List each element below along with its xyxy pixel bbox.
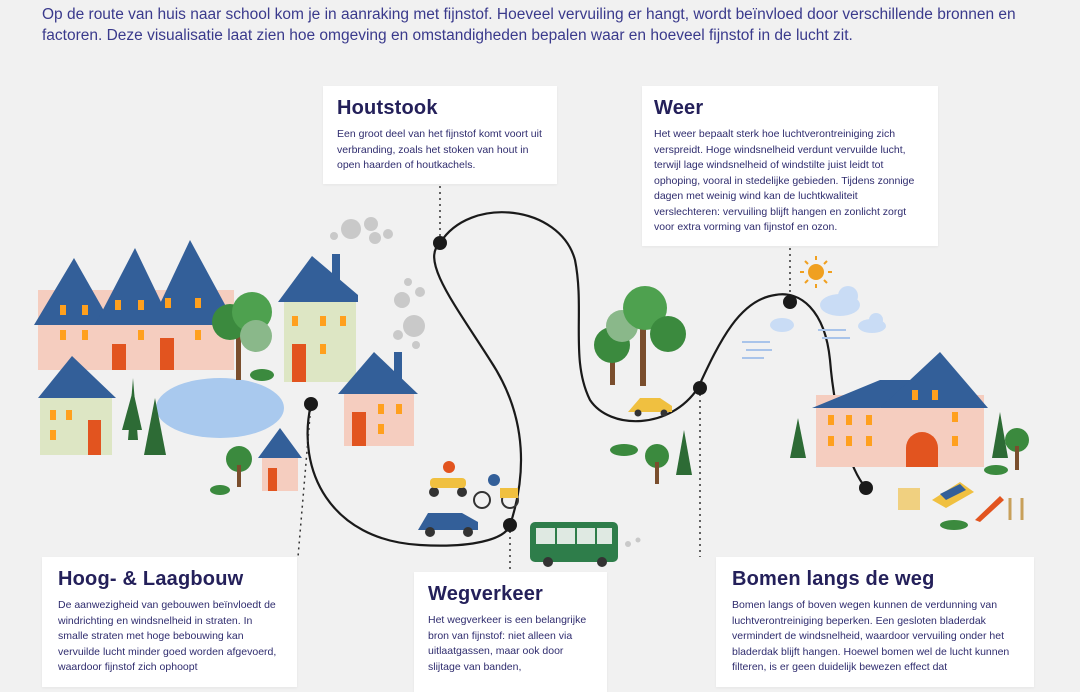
trees-left <box>122 292 274 495</box>
card-text: Het weer bepaalt sterk hoe luchtverontre… <box>654 128 915 233</box>
connector-hoog <box>297 403 312 558</box>
house-small-left <box>38 356 116 455</box>
route-path <box>306 211 867 547</box>
intro-text: Op de route van huis naar school kom je … <box>42 6 1016 44</box>
card-weer: Weer Het weer bepaalt sterk hoe luchtver… <box>642 86 938 246</box>
bus <box>530 522 641 567</box>
scooter-rider <box>429 461 467 497</box>
route-dot-hoog <box>304 397 318 411</box>
smoke <box>330 217 425 349</box>
sun-icon <box>800 256 832 288</box>
car-blue <box>418 513 478 537</box>
card-wegverkeer: Wegverkeer Het wegverkeer is een belangr… <box>414 572 607 692</box>
card-text: Bomen langs of boven wegen kunnen de ver… <box>732 599 1010 673</box>
card-text: De aanwezigheid van gebouwen beïnvloedt … <box>58 599 277 673</box>
card-title: Hoog- & Laagbouw <box>58 568 244 590</box>
wind-icon <box>742 329 850 359</box>
house-row <box>34 240 236 370</box>
card-text: Het wegverkeer is een belangrijke bron v… <box>428 614 587 673</box>
route-dot-weer <box>783 295 797 309</box>
card-text: Een groot deel van het fijnstof komt voo… <box>337 128 542 171</box>
route-dot-school <box>859 481 873 495</box>
car-yellow <box>628 398 672 417</box>
trees-middle <box>594 286 692 484</box>
pond <box>156 378 284 438</box>
school-building <box>812 352 988 467</box>
cloud-icon <box>770 286 886 333</box>
route-illustration <box>34 186 1029 572</box>
trees-school <box>790 412 1029 475</box>
card-title: Weer <box>654 97 704 119</box>
house-pink <box>338 352 418 446</box>
card-bomen: Bomen langs de weg Bomen langs of boven … <box>716 557 1034 687</box>
cyclist <box>473 474 519 509</box>
house-tiny <box>258 428 302 491</box>
card-houtstook: Houtstook Een groot deel van het fijnsto… <box>323 86 557 184</box>
route-dot-weg <box>503 518 517 532</box>
card-title: Wegverkeer <box>428 583 544 605</box>
playground <box>898 482 1024 530</box>
house-green <box>278 254 358 382</box>
card-title: Houtstook <box>337 97 438 119</box>
card-title: Bomen langs de weg <box>732 568 935 590</box>
route-dot-bomen <box>693 381 707 395</box>
card-hoog-laagbouw: Hoog- & Laagbouw De aanwezigheid van geb… <box>42 557 297 687</box>
route-dot-houtstook <box>433 236 447 250</box>
